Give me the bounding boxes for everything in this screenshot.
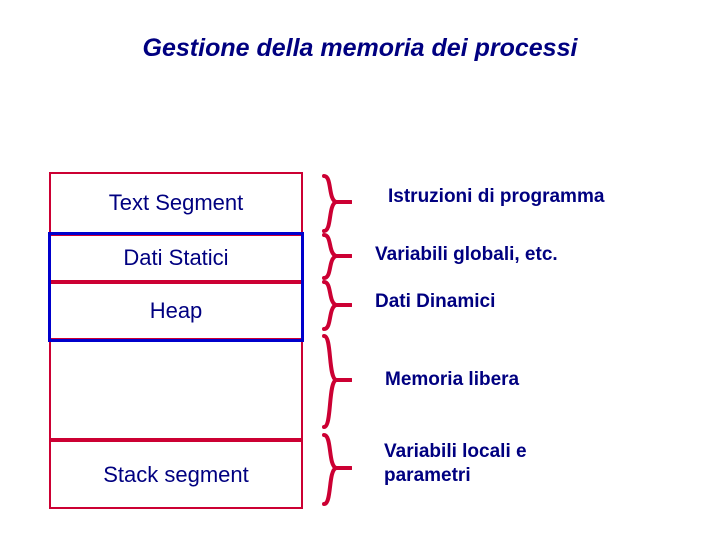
memory-block-label: Dati Statici [123,245,229,270]
memory-block-label: Heap [149,298,203,323]
annotation-variabili-locali-line2: parametri [384,465,471,486]
memory-block-dati-statici: Dati Statici [49,234,303,282]
annotation-memoria-libera: Memoria libera [385,369,520,390]
annotation-istruzioni: Istruzioni di programma [388,186,605,207]
brace-dati-dinamici [318,279,352,333]
brace-istruzioni [318,173,352,235]
memory-block-label: Stack segment [103,461,249,487]
memory-layout-diagram: Text Segment Dati Statici Heap Stack seg… [48,172,304,509]
memory-block-heap: Heap [49,282,303,340]
annotation-variabili-locali-line1: Variabili locali e [384,441,527,462]
memory-block-text-segment: Text Segment [49,172,303,234]
memory-block-label: Text Segment [108,190,244,215]
annotation-variabili-globali: Variabili globali, etc. [375,244,558,265]
brace-memoria-libera [318,333,352,431]
brace-variabili-locali [318,432,352,508]
page-title: Gestione della memoria dei processi [142,34,578,62]
memory-block-stack-segment: Stack segment [49,440,303,509]
brace-variabili-globali [318,232,352,282]
memory-block-free-memory [49,340,303,440]
annotation-dati-dinamici: Dati Dinamici [375,291,496,312]
